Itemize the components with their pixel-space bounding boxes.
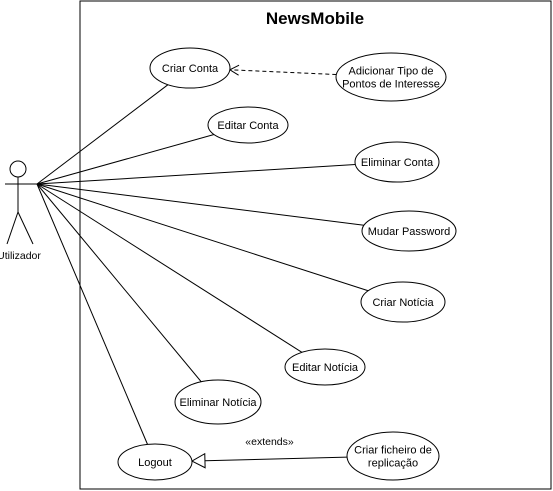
association-eliminar-noticia xyxy=(36,183,202,383)
use-case-eliminar-conta: Eliminar Conta xyxy=(354,141,440,183)
use-case-ellipse xyxy=(335,52,447,102)
generalization-line xyxy=(204,456,348,462)
use-case-ellipse xyxy=(174,379,262,425)
use-case-label: Editar Notícia xyxy=(292,362,359,374)
use-case-label: Eliminar Conta xyxy=(361,157,434,169)
use-case-ellipse xyxy=(346,431,440,481)
use-case-editar-conta: Editar Conta xyxy=(207,106,289,144)
use-case-label: Editar Conta xyxy=(217,120,279,132)
use-case-ellipse xyxy=(361,210,457,252)
association-lines xyxy=(36,84,369,445)
actor-head xyxy=(9,160,27,178)
system-title: NewsMobile xyxy=(266,9,364,28)
use-case-ellipse xyxy=(360,281,446,323)
association-editar-noticia xyxy=(36,183,303,353)
use-case-label: replicação xyxy=(368,458,418,470)
use-case-eliminar-noticia: Eliminar Notícia xyxy=(174,379,262,425)
use-case-criar-conta: Criar Conta xyxy=(149,47,231,89)
relation-lines: «extends» xyxy=(190,64,348,469)
actor-left-leg xyxy=(6,211,19,245)
system-boundary xyxy=(79,0,552,490)
use-case-label: Pontos de Interesse xyxy=(342,79,440,91)
actor-utilizador: Utilizador xyxy=(0,160,41,262)
use-case-ellipse xyxy=(354,141,440,183)
use-case-label: Criar Notícia xyxy=(372,297,434,309)
association-criar-conta xyxy=(36,84,169,185)
generalization-arrowhead xyxy=(190,452,206,469)
dependency-line xyxy=(229,69,337,76)
use-case-label: Eliminar Notícia xyxy=(179,397,257,409)
use-case-logout: Logout xyxy=(117,443,193,481)
association-criar-noticia xyxy=(36,183,369,292)
use-case-ellipse xyxy=(207,106,289,144)
use-case-ellipse xyxy=(149,47,231,89)
use-case-mudar-password: Mudar Password xyxy=(361,210,457,252)
actor-right-leg xyxy=(17,211,34,245)
use-case-label: Adicionar Tipo de xyxy=(349,66,434,78)
association-editar-conta xyxy=(36,134,215,185)
use-case-label: Logout xyxy=(138,457,172,469)
actor-label: Utilizador xyxy=(0,250,41,262)
use-case-ellipse xyxy=(284,348,366,386)
use-case-label: Criar ficheiro de xyxy=(354,445,432,457)
use-case-editar-noticia: Editar Notícia xyxy=(284,348,366,386)
use-case-label: Criar Conta xyxy=(162,63,219,75)
association-mudar-password xyxy=(36,183,365,226)
association-eliminar-conta xyxy=(36,164,356,185)
association-logout xyxy=(36,183,148,445)
relation-label: «extends» xyxy=(245,436,294,448)
use-case-criar-noticia: Criar Notícia xyxy=(360,281,446,323)
use-case-label: Mudar Password xyxy=(368,226,451,238)
use-case-ellipse xyxy=(117,443,193,481)
